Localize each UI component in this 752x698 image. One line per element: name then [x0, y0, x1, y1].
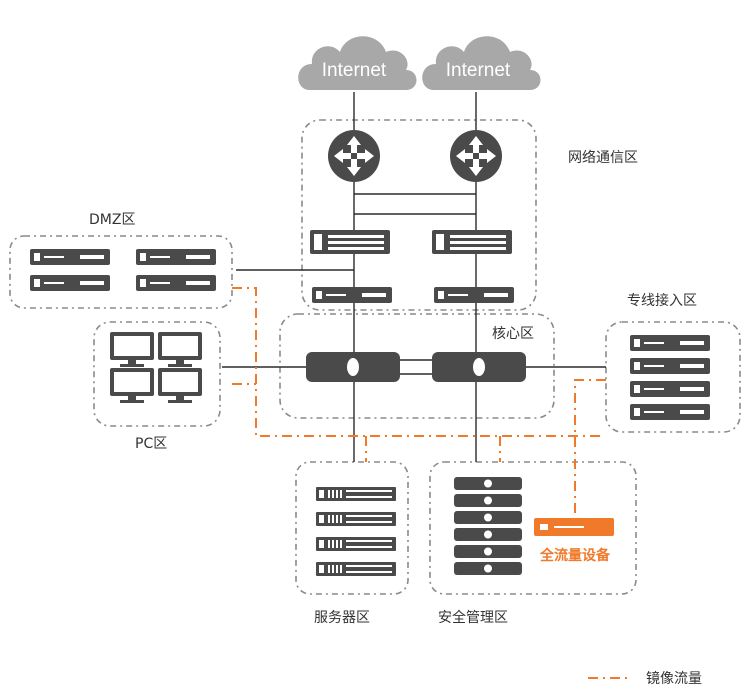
security-device-icon	[454, 511, 522, 524]
dedicated-server-icon	[630, 381, 710, 397]
server-zone-label: 服务器区	[314, 610, 370, 626]
dedicated-zone-box	[605, 321, 741, 433]
pc-monitor-icon	[158, 332, 202, 367]
rack-server-icon	[316, 537, 396, 551]
firewall-right-icon	[432, 230, 512, 254]
mirror-traffic-paths	[232, 287, 606, 518]
security-device-icon	[454, 562, 522, 575]
security-zone-box	[429, 461, 637, 595]
security-device-icon	[454, 545, 522, 558]
dedicated-zone-label: 专线接入区	[627, 292, 697, 309]
firewall-left-icon	[310, 230, 390, 254]
security-device-icon	[454, 528, 522, 541]
rack-server-icon	[316, 512, 396, 526]
full-traffic-device-label: 全流量设备	[539, 547, 611, 564]
legend-mirror-label: 镜像流量	[646, 671, 702, 687]
core-switch-left-icon	[306, 352, 400, 382]
router-right-icon	[450, 130, 502, 182]
rack-server-icon	[316, 562, 396, 576]
dmz-zone-box	[9, 235, 233, 309]
dmz-server-icon	[30, 275, 110, 291]
access-switch-left-icon	[312, 287, 392, 303]
rack-server-icon	[316, 487, 396, 501]
dedicated-server-icon	[630, 404, 710, 420]
network-zone-label: 网络通信区	[568, 150, 638, 166]
pc-zone-box	[93, 321, 221, 427]
network-zone-box	[301, 119, 537, 311]
dedicated-server-icon	[630, 335, 710, 351]
core-switch-right-icon	[432, 352, 526, 382]
dedicated-server-icon	[630, 358, 710, 374]
cloud-label: Internet	[322, 60, 387, 81]
security-device-icon	[454, 494, 522, 507]
network-links	[222, 92, 606, 462]
internet-cloud-left: Internet	[298, 36, 417, 90]
server-zone-box	[295, 461, 409, 595]
security-device-icon	[454, 477, 522, 490]
dmz-server-icon	[136, 249, 216, 265]
core-zone-box	[279, 313, 555, 419]
security-zone-label: 安全管理区	[438, 609, 508, 626]
dmz-server-icon	[136, 275, 216, 291]
access-switch-right-icon	[434, 287, 514, 303]
pc-zone-label: PC区	[135, 436, 167, 452]
core-zone-label: 核心区	[492, 326, 534, 342]
full-traffic-device-icon	[534, 518, 614, 536]
dmz-server-icon	[30, 249, 110, 265]
internet-cloud-right: Internet	[422, 36, 541, 90]
router-left-icon	[328, 130, 380, 182]
pc-monitor-icon	[110, 332, 154, 367]
pc-monitor-icon	[158, 368, 202, 403]
pc-monitor-icon	[110, 368, 154, 403]
dmz-zone-label: DMZ区	[89, 212, 135, 228]
cloud-label: Internet	[446, 60, 511, 81]
